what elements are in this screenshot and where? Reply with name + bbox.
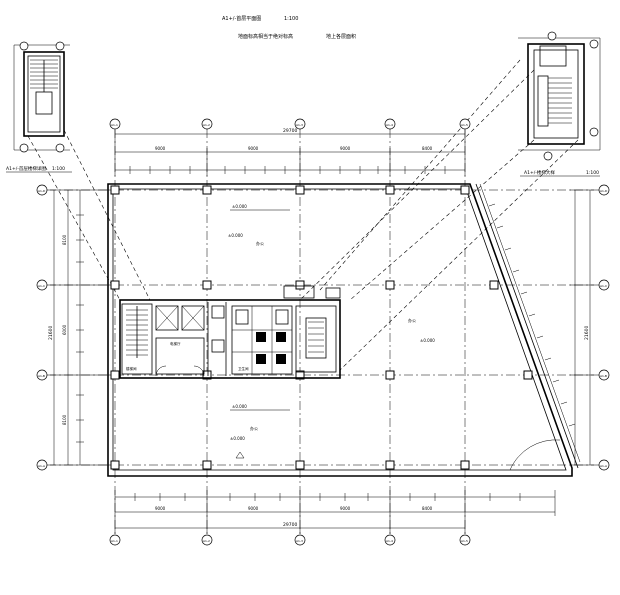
axis-label-right-4: A1-A	[600, 464, 608, 468]
right-stair-detail: A1+/-楼梯大样 1:100	[518, 31, 601, 177]
axis-label-right-2: A1-C	[600, 284, 607, 288]
note-left: 地面标高相当于绝对标高	[238, 33, 293, 40]
annotations: ±0.000 ±0.000 办公 办公 ±0.000 ±0.000 ±0.000…	[228, 204, 435, 459]
left-span-1: 8100	[62, 234, 67, 245]
level-mark-right: ±0.000	[420, 338, 435, 343]
left-dimensions: 21600 8100 6000 8100 A1-D A1-C A1-B A1-A	[36, 184, 110, 471]
top-span-1: 9000	[155, 146, 166, 151]
top-span-4: 8400	[422, 146, 433, 151]
axis-label-bottom-2: A1-2	[203, 539, 210, 543]
right-overall-dim: 21600	[584, 326, 590, 340]
main-title: A1+/-首层平面图	[222, 15, 261, 22]
overall-bottom-dim: 29700	[283, 522, 297, 528]
bottom-span-1: 9000	[155, 506, 166, 511]
axis-label-top-1: A1-1	[111, 123, 118, 127]
axis-bubble-bottom-5	[459, 534, 471, 546]
bottom-span-4: 8400	[422, 506, 433, 511]
axis-label-top-5: A1-5	[461, 123, 468, 127]
axis-bubble-bottom-1	[109, 534, 121, 546]
room-label-elevator-hall: 电梯厅	[170, 341, 181, 346]
axis-label-right-3: A1-B	[600, 374, 607, 378]
projection-lines	[27, 59, 579, 371]
top-dimensions: 29700 9000 9000 9000 8400 A1-1 A1-2 A1-3…	[109, 118, 471, 176]
axis-label-bottom-3: A1-3	[296, 539, 303, 543]
left-span-2: 6000	[62, 324, 67, 335]
axis-label-left-1: A1-D	[38, 189, 46, 193]
axis-bubble-bottom-4	[384, 534, 396, 546]
note-right: 地上各层面积	[326, 33, 356, 40]
axis-label-bottom-4: A1-4	[386, 539, 393, 543]
axis-label-left-3: A1-B	[38, 374, 45, 378]
bottom-span-3: 9000	[340, 506, 351, 511]
axis-label-bottom-1: A1-1	[111, 539, 118, 543]
room-label-stair: 楼梯间	[126, 366, 137, 371]
level-mark-lower: ±0.000	[230, 436, 245, 441]
axis-label-right-1: A1-D	[600, 189, 608, 193]
grid-axes	[47, 129, 599, 535]
building-core: 楼梯间 电梯厅 卫生间	[119, 285, 341, 379]
room-label-office-lower: 办公	[250, 425, 258, 431]
bottom-dimensions: 9000 9000 9000 8400 29700 A1-1 A1-2 A1-3…	[109, 490, 556, 546]
axis-label-top-3: A1-3	[296, 123, 303, 127]
left-stair-detail: A1+/-首层楼梯详图 1:100	[6, 41, 72, 173]
left-detail-title: A1+/-首层楼梯详图	[6, 165, 46, 172]
room-label-office-right: 办公	[408, 317, 416, 323]
room-label-office-upper: 办公	[256, 240, 264, 246]
axis-label-left-4: A1-A	[38, 464, 46, 468]
left-overall-dim: 21600	[48, 326, 54, 340]
bottom-span-2: 9000	[248, 506, 259, 511]
building-outline	[107, 183, 581, 477]
axis-bubble-bottom-3	[294, 534, 306, 546]
axis-label-bottom-5: A1-5	[461, 539, 468, 543]
top-span-2: 9000	[248, 146, 259, 151]
right-dimensions: 21600 A1-D A1-C A1-B A1-A	[570, 184, 610, 471]
axis-label-top-2: A1-2	[203, 123, 210, 127]
main-scale: 1:100	[284, 16, 298, 22]
top-right-title: A1+/-楼梯大样	[524, 169, 555, 176]
room-label-toilet: 卫生间	[238, 366, 249, 371]
lower-note: ±0.000	[232, 404, 247, 409]
left-span-3: 8100	[62, 414, 67, 425]
top-right-scale: 1:100	[586, 170, 599, 176]
overall-top-dim: 29700	[283, 128, 297, 134]
axis-bubble-bottom-2	[201, 534, 213, 546]
structural-columns	[110, 185, 533, 470]
left-detail-scale: 1:100	[52, 166, 65, 172]
level-mark-upper: ±0.000	[228, 233, 243, 238]
top-span-3: 9000	[340, 146, 351, 151]
upper-note: ±0.000	[232, 204, 247, 209]
axis-label-top-4: A1-4	[386, 123, 393, 127]
axis-label-left-2: A1-C	[38, 284, 45, 288]
